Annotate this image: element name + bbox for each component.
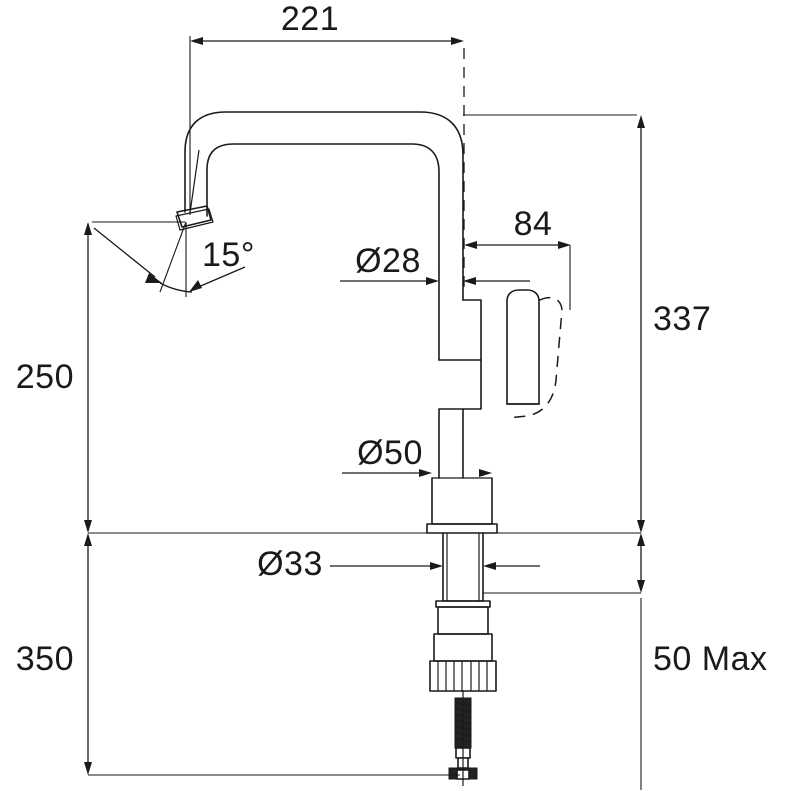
mounting-collar — [435, 600, 491, 608]
handle-open-position-outline — [507, 297, 563, 419]
mounting-nut-upper — [437, 606, 489, 635]
dim-label-221: 221 — [281, 0, 339, 38]
arrow-337-top — [637, 115, 645, 128]
arrow-250-top — [84, 222, 92, 235]
arrow-d33-left — [430, 562, 443, 570]
dim-label-15deg: 15° — [202, 236, 255, 274]
arrow-d50-right — [479, 469, 492, 477]
arrow-d28-right — [463, 277, 476, 285]
arrow-221-left — [190, 37, 203, 45]
arrow-d50-left — [419, 469, 432, 477]
body-handle-mount — [438, 299, 482, 361]
dimension-d50: Ø50 — [342, 434, 492, 477]
arrow-50max-top — [637, 533, 645, 546]
faucet-outline-group — [175, 111, 563, 786]
dim-label-84: 84 — [514, 205, 553, 243]
angle-leader-left — [93, 227, 156, 278]
spout-inner-seam — [189, 149, 200, 214]
dim-label-337: 337 — [653, 300, 711, 338]
knurled-nut-ribs — [437, 661, 488, 691]
angle-ref-line-slanted — [159, 221, 187, 293]
dimension-337: 337 — [463, 114, 711, 533]
arrow-84-left — [464, 241, 477, 249]
dim-label-350: 350 — [16, 640, 74, 678]
dimension-d28: Ø28 — [340, 242, 530, 285]
spout-nozzle-lip — [175, 208, 214, 231]
arrow-250-bottom — [84, 520, 92, 533]
dim-label-250: 250 — [16, 358, 74, 396]
spout-inner-curve — [206, 143, 440, 273]
base-escutcheon — [431, 477, 493, 525]
handle-lever — [506, 289, 540, 405]
dimension-221: 221 — [189, 0, 464, 215]
arrow-angle-right — [189, 280, 202, 292]
knurled-nut-body — [429, 660, 497, 692]
dimension-d33: Ø33 — [257, 545, 540, 583]
arrow-angle-left — [145, 273, 162, 283]
arrow-d28-left — [426, 277, 439, 285]
dimension-84: 84 — [464, 205, 571, 310]
arrow-350-top — [84, 533, 92, 546]
arrow-221-right — [451, 37, 464, 45]
dim-label-d50: Ø50 — [357, 434, 423, 472]
angle-arc — [159, 282, 193, 293]
arrow-d33-right — [483, 562, 496, 570]
arrow-337-bottom — [637, 520, 645, 533]
arrow-50max-bottom — [637, 580, 645, 593]
dimension-350: 350 — [16, 533, 92, 775]
mounting-shank — [442, 532, 484, 602]
dimension-50max: 50 Max — [637, 533, 768, 790]
dim-label-d28: Ø28 — [355, 242, 421, 280]
arrow-350-bottom — [84, 762, 92, 775]
dimension-250: 250 — [16, 221, 185, 533]
body-lower-step — [438, 359, 482, 479]
arrow-84-right — [558, 241, 571, 249]
angle-leader-right — [195, 266, 246, 289]
dim-label-50max: 50 Max — [653, 640, 768, 678]
mounting-nut-mid — [433, 633, 493, 662]
dim-label-d33: Ø33 — [257, 545, 323, 583]
spout-outer-curve — [184, 111, 464, 273]
dimension-15deg: 15° — [93, 221, 255, 297]
base-flange — [426, 523, 498, 534]
